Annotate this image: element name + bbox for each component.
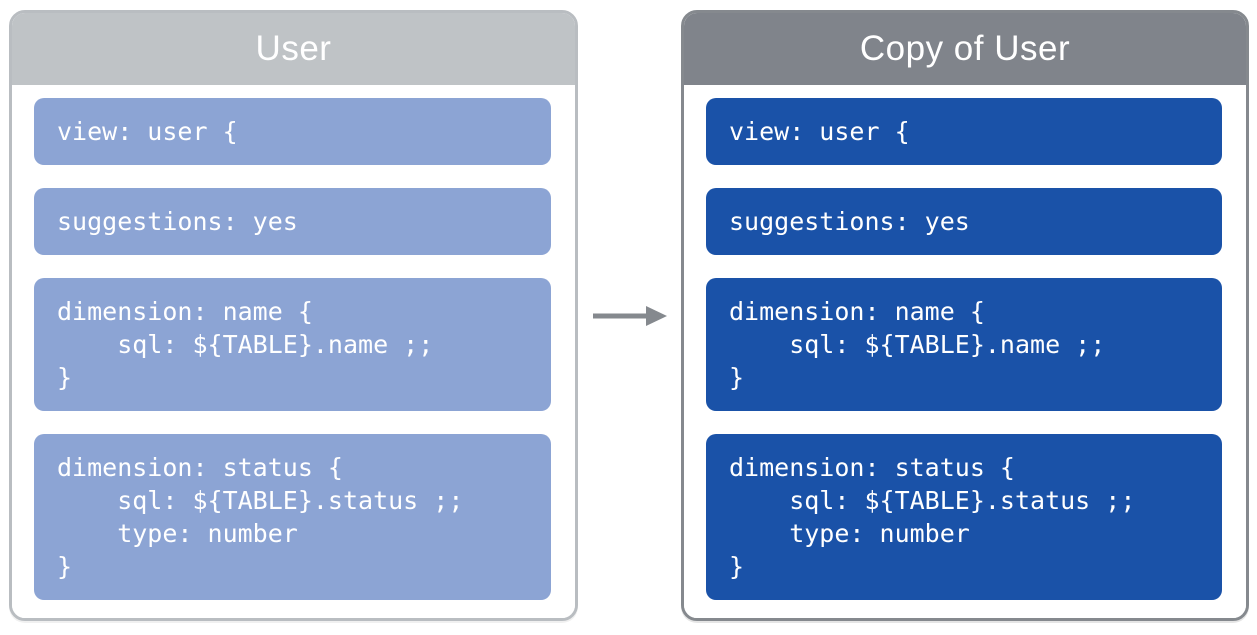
panel-user-title: User [255,29,332,68]
panel-copy-of-user-body: view: user { suggestions: yes dimension:… [684,85,1246,618]
panel-user: User view: user { suggestions: yes dimen… [9,10,578,621]
code-block-dimension-status: dimension: status { sql: ${TABLE}.status… [706,434,1222,600]
code-block-dimension-name: dimension: name { sql: ${TABLE}.name ;; … [706,278,1222,411]
copy-arrow-zone [578,10,681,621]
code-block-dimension-name: dimension: name { sql: ${TABLE}.name ;; … [34,278,551,411]
panel-user-header: User [12,13,575,85]
code-block-view-declaration: view: user { [34,98,551,165]
code-block-dimension-status: dimension: status { sql: ${TABLE}.status… [34,434,551,600]
panel-user-body: view: user { suggestions: yes dimension:… [12,85,575,618]
right-arrow-icon [592,305,667,326]
panel-copy-of-user-title: Copy of User [859,29,1071,68]
code-block-view-declaration: view: user { [706,98,1222,165]
code-block-suggestions: suggestions: yes [706,188,1222,255]
panel-copy-of-user: Copy of User view: user { suggestions: y… [681,10,1249,621]
code-block-suggestions: suggestions: yes [34,188,551,255]
panel-copy-of-user-header: Copy of User [684,13,1246,85]
